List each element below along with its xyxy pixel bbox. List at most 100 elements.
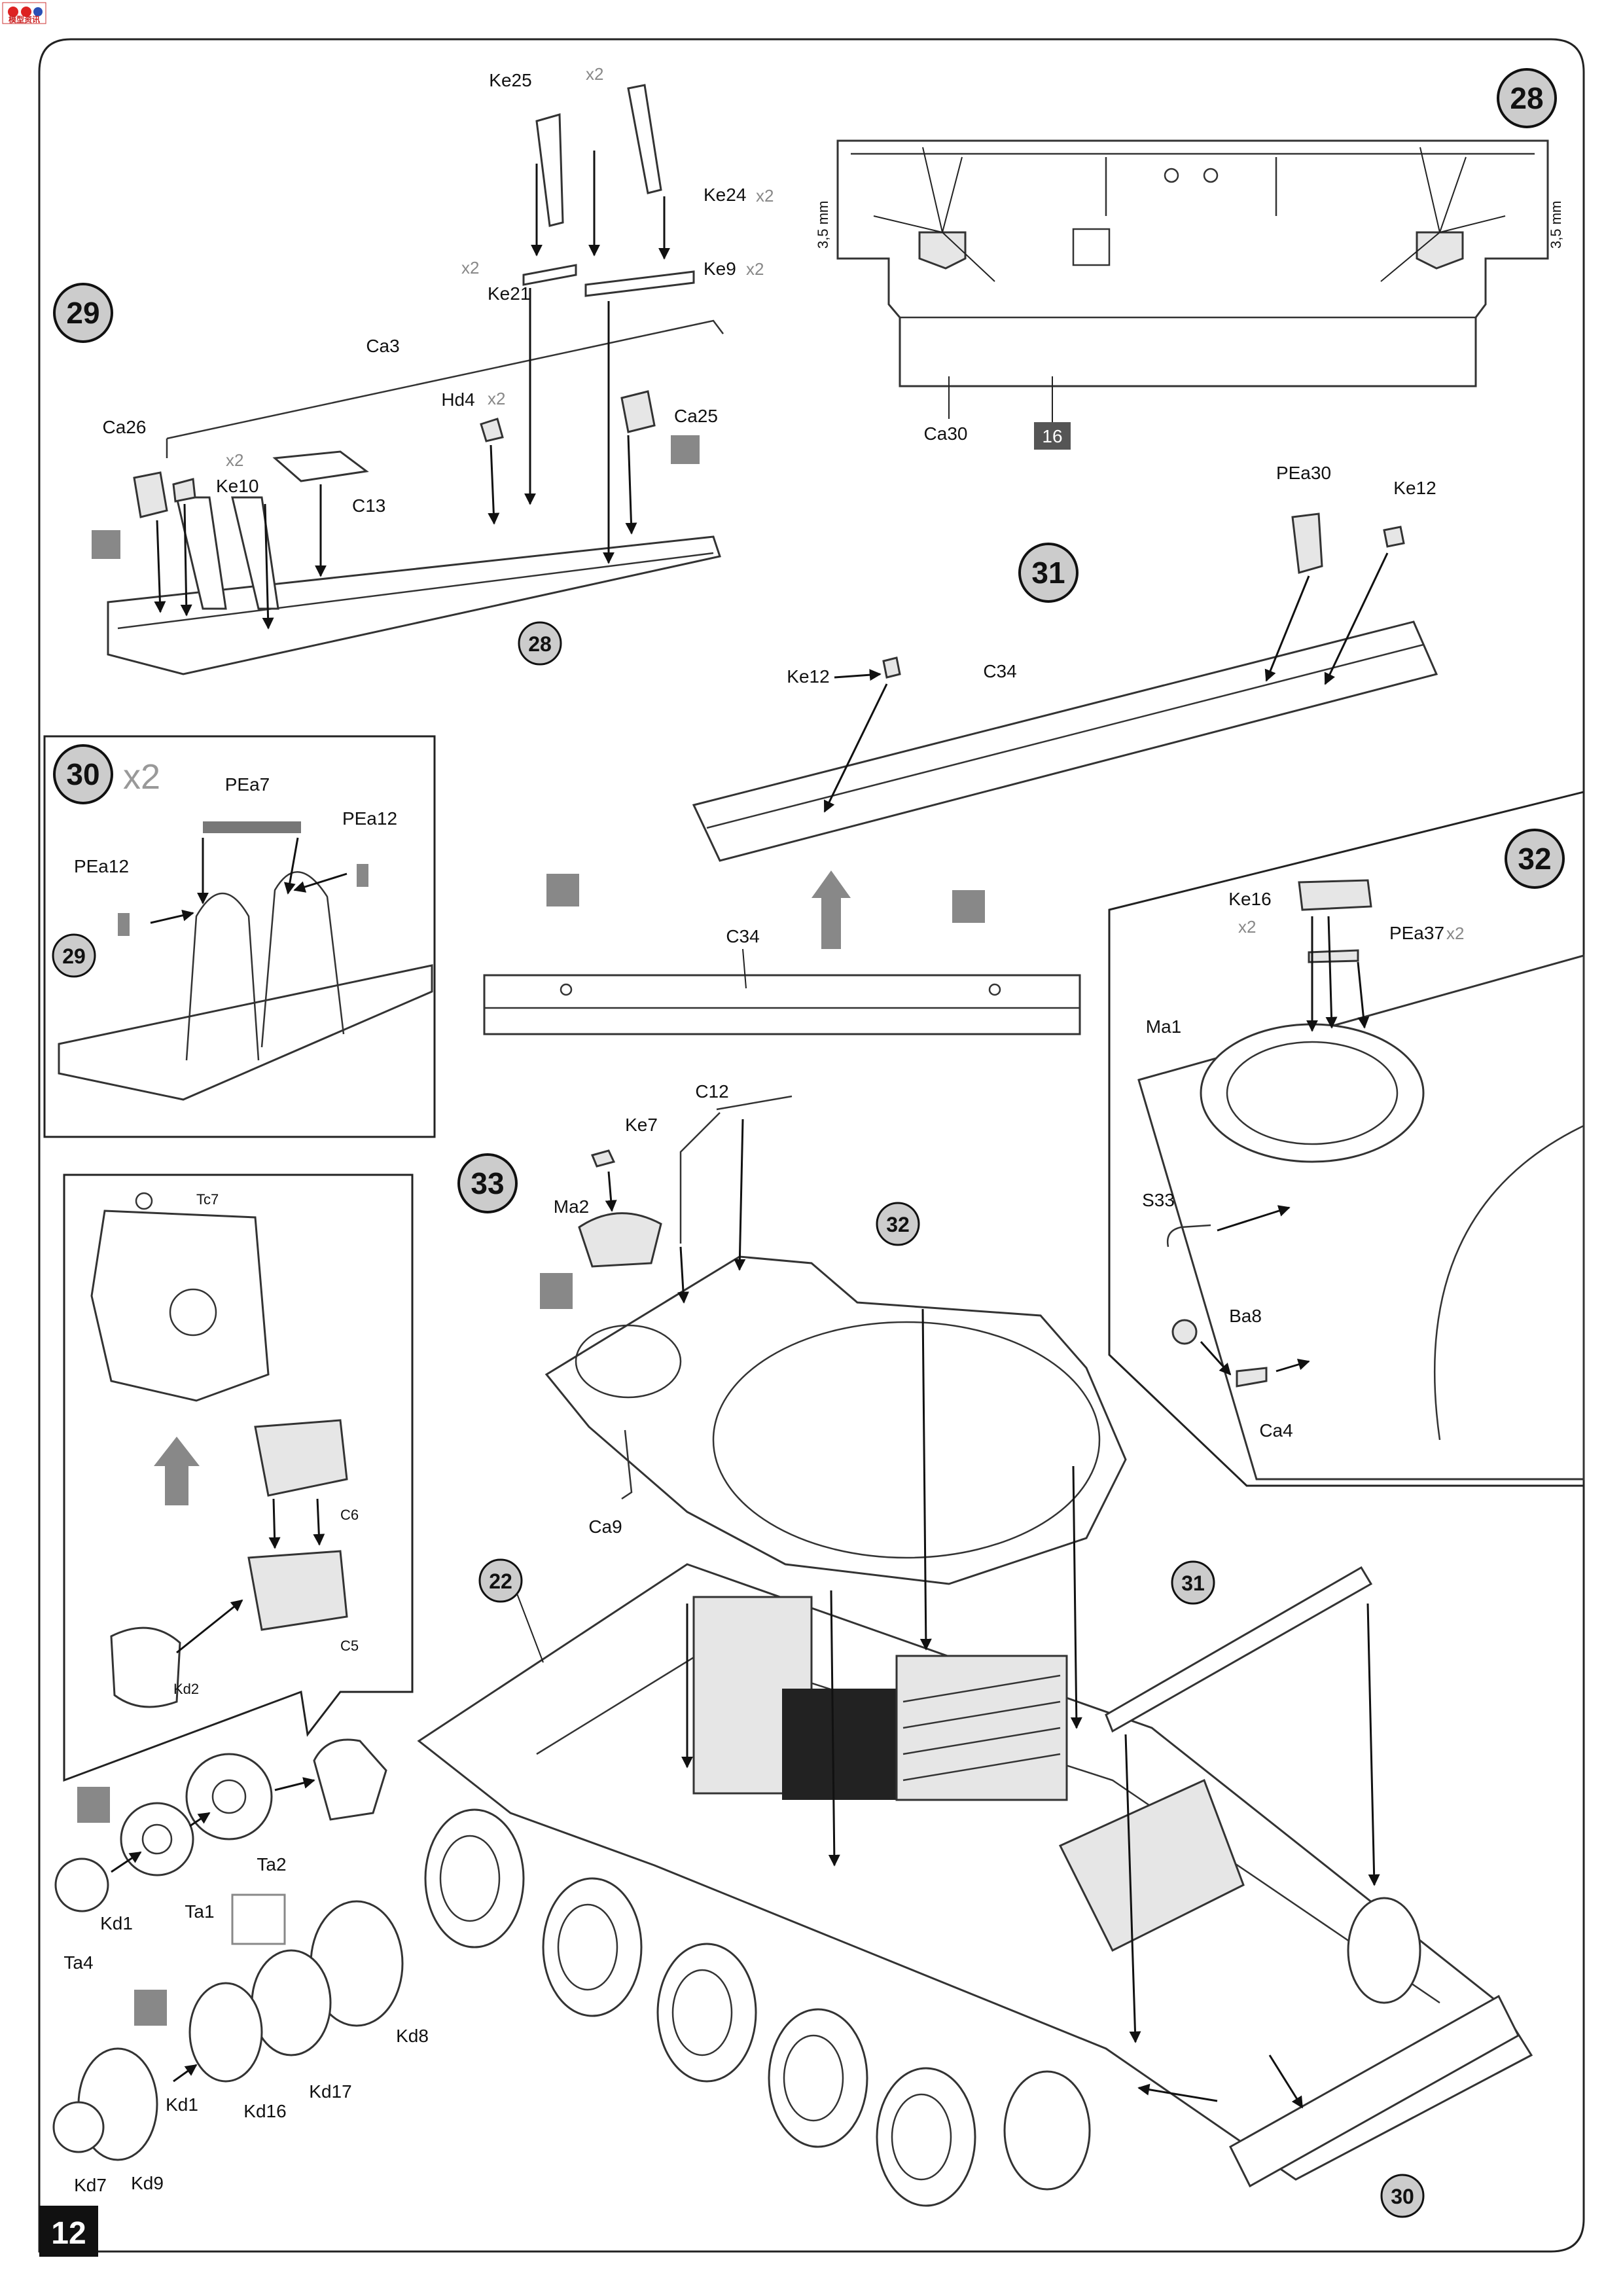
hatch-ring	[1200, 1023, 1425, 1163]
ref-32: 32	[886, 1213, 910, 1236]
up-arrow-icon	[812, 870, 851, 949]
part-ke12-b	[1383, 526, 1405, 548]
step-29: 29 Ke25 Ke	[53, 64, 774, 675]
rod-ca9	[621, 1429, 633, 1500]
label-ma2: Ma2	[554, 1196, 589, 1217]
handle-ke25	[535, 113, 564, 227]
label-ke21: Ke21	[488, 283, 530, 304]
hull-top-plate	[544, 1255, 1127, 1585]
cap-ta4	[54, 1857, 109, 1912]
label-ba8: Ba8	[1229, 1306, 1262, 1326]
left-mount	[918, 231, 967, 270]
step-30-number: 30	[66, 757, 99, 791]
part-ca26	[133, 471, 168, 518]
label-c12: C12	[695, 1081, 728, 1102]
plate-pea12-right	[357, 864, 368, 887]
rail-ca3	[166, 319, 724, 458]
label-kd17: Kd17	[309, 2081, 351, 2102]
direction-icon	[231, 1893, 286, 1945]
label-s33: S33	[1142, 1190, 1175, 1210]
rail-c34-iso	[692, 620, 1438, 862]
label-ke12-a: Ke12	[787, 666, 829, 687]
part-ke10	[172, 478, 196, 503]
step-30: 30 x2 PEa7 PEa12 PEa12 29	[43, 735, 436, 1138]
label-c34-flat: C34	[726, 926, 759, 946]
page-frame	[38, 38, 1585, 2253]
label-hd4: Hd4	[441, 389, 474, 410]
label-ke16: Ke16	[1228, 889, 1271, 909]
ref-29: 29	[62, 944, 86, 968]
x2-ke21: x2	[461, 258, 479, 278]
label-c5: C5	[340, 1638, 359, 1654]
part-ke12-a	[882, 656, 901, 679]
rail-31	[1105, 1566, 1373, 1733]
label-ca9: Ca9	[588, 1516, 622, 1537]
paint-chip-1	[92, 530, 120, 559]
label-pea7: PEa7	[225, 774, 270, 795]
cap-kd7	[52, 2101, 105, 2153]
rear-frame-30	[1229, 1994, 1520, 2188]
step-28-number: 28	[1510, 81, 1543, 115]
wheel-kd17	[251, 1949, 332, 2056]
step-31: 31 Ke12 Ke12 PEa30 C34 C34	[483, 463, 1438, 1035]
part-ke16	[1298, 879, 1372, 911]
logo-text: 模型资讯	[9, 14, 40, 24]
label-kd8: Kd8	[396, 2026, 429, 2046]
paint-chip-2	[671, 435, 700, 464]
ref-22: 22	[489, 1570, 512, 1593]
step-32: 32 Ke16 PEa37 Ma1 S33 Ba8 Ca4 x2 x2	[1108, 791, 1585, 1487]
hatch-ma2	[578, 1212, 662, 1268]
frame-right-30	[260, 871, 345, 1048]
step-33-number: 33	[471, 1166, 504, 1200]
part-ba8	[1171, 1319, 1198, 1345]
label-ca26: Ca26	[103, 417, 147, 437]
box-c13	[272, 450, 369, 482]
frame-left	[175, 496, 227, 610]
label-ta2: Ta2	[257, 1854, 286, 1874]
label-kd9: Kd9	[131, 2173, 164, 2193]
x2-ke16: x2	[1238, 917, 1256, 937]
wheel-kd16	[188, 1982, 263, 2083]
road-wheels	[424, 1808, 1421, 2207]
hub-kd1-a	[120, 1802, 194, 1876]
label-c6: C6	[340, 1507, 359, 1523]
bar-ke21	[522, 264, 577, 286]
rail-c34-flat	[483, 974, 1081, 1035]
step-28: 28 3,5 mm 3,5 mm Ca30 16	[815, 68, 1564, 450]
label-ca30: Ca30	[924, 423, 968, 444]
sprocket-assembly: Tc7 C6 C5 Kd2 Ta4 Kd1 Ta1 Ta2 Kd8	[52, 1174, 429, 2195]
glue-icon-2	[134, 1990, 167, 2026]
dimension-right: 3,5 mm	[1548, 201, 1564, 249]
hole-icon-right	[952, 890, 985, 923]
handle-ke24	[627, 84, 662, 194]
label-pea37: PEa37	[1389, 923, 1444, 943]
label-pea30: PEa30	[1276, 463, 1331, 483]
step-30-count: x2	[123, 757, 160, 797]
label-c34-iso: C34	[983, 661, 1016, 681]
turret-ring	[712, 1321, 1101, 1559]
transmission	[1058, 1778, 1245, 1952]
label-ke7: Ke7	[625, 1115, 658, 1135]
step-33: 33 C12 Ke7 Ma2 Ca9 32 31	[417, 1081, 1533, 2218]
x2-pea37: x2	[1446, 924, 1464, 943]
label-ca4: Ca4	[1259, 1420, 1293, 1441]
part-ca4	[1236, 1367, 1268, 1388]
plate-pea12-left	[118, 913, 130, 936]
plate-pea7	[203, 821, 301, 833]
part-hd4	[480, 418, 504, 442]
label-ke9: Ke9	[704, 259, 736, 279]
label-ke10: Ke10	[216, 476, 259, 496]
label-kd2: Kd2	[173, 1681, 199, 1697]
x2-hd4: x2	[488, 389, 505, 408]
part-ke7	[590, 1149, 616, 1168]
label-c13: C13	[352, 495, 385, 516]
page-number: 12	[51, 2216, 86, 2251]
ref-30: 30	[1391, 2185, 1414, 2208]
label-ca3: Ca3	[366, 336, 399, 356]
part-ca25	[620, 390, 656, 433]
part-pea37	[1308, 949, 1359, 963]
step-29-number: 29	[66, 296, 99, 330]
step-32-frame	[1108, 791, 1585, 1487]
sprocket-joint	[313, 1738, 387, 1821]
ref-28: 28	[528, 632, 552, 656]
